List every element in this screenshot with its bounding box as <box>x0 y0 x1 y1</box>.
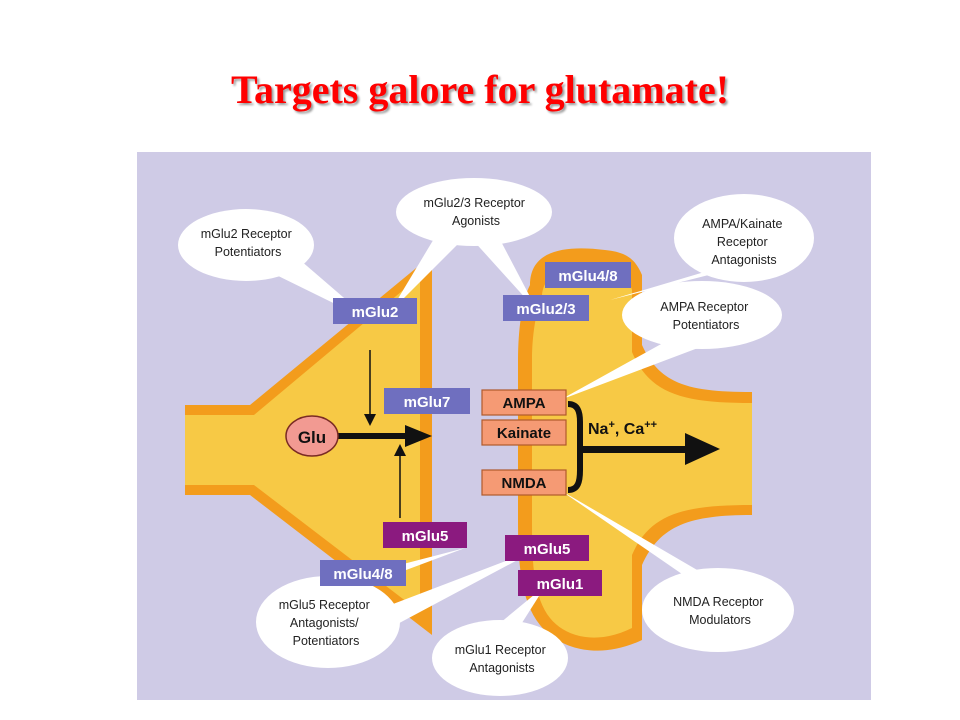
receptor-mglu1: mGlu1 <box>518 570 602 596</box>
svg-text:mGlu7: mGlu7 <box>404 394 451 411</box>
receptor-mglu5-pre: mGlu5 <box>383 522 467 548</box>
svg-text:mGlu5: mGlu5 <box>524 541 571 558</box>
receptor-kainate: Kainate <box>481 419 567 446</box>
slide-title: Targets galore for glutamate! <box>230 67 730 112</box>
bubble-nmda-modulators: NMDA Receptor Modulators <box>673 595 767 627</box>
receptor-mglu23: mGlu2/3 <box>503 295 589 321</box>
ion-influx-label: Na+, Ca++ <box>588 419 657 438</box>
svg-text:NMDA: NMDA <box>502 475 547 492</box>
receptor-mglu2: mGlu2 <box>333 298 417 324</box>
ion-influx-arrow <box>578 433 720 465</box>
svg-text:mGlu5: mGlu5 <box>402 528 449 545</box>
bubble-mglu2-potentiators: mGlu2 Receptor Potentiators <box>201 227 296 259</box>
bubble-mglu1-antagonists: mGlu1 Receptor Antagonists <box>455 643 550 675</box>
svg-text:Kainate: Kainate <box>497 425 551 442</box>
svg-text:mGlu4/8: mGlu4/8 <box>333 566 392 583</box>
receptor-nmda: NMDA <box>481 469 567 496</box>
receptor-mglu48-post: mGlu4/8 <box>545 262 631 288</box>
svg-text:AMPA: AMPA <box>502 395 545 412</box>
bubble-ampa-kainate-antagonists: AMPA/Kainate Receptor Antagonists <box>702 217 786 267</box>
receptor-mglu48-pre: mGlu4/8 <box>320 560 406 586</box>
svg-text:mGlu2: mGlu2 <box>352 304 399 321</box>
receptor-mglu7: mGlu7 <box>384 388 470 414</box>
bubble-ampa-potentiators: AMPA Receptor Potentiators <box>660 300 752 332</box>
bubble-mglu23-agonists: mGlu2/3 Receptor Agonists <box>424 196 529 228</box>
receptor-mglu5-post: mGlu5 <box>505 535 589 561</box>
svg-text:mGlu4/8: mGlu4/8 <box>558 268 617 285</box>
glu-molecule <box>285 415 339 457</box>
callout-bubbles <box>178 178 814 696</box>
svg-text:mGlu1: mGlu1 <box>537 576 584 593</box>
svg-text:mGlu2/3: mGlu2/3 <box>516 301 575 318</box>
bubble-mglu5-modulators: mGlu5 Receptor Antagonists/ Potentiators <box>279 598 374 648</box>
glutamate-release-arrow <box>335 425 432 447</box>
glu-label: Glu <box>298 428 326 447</box>
receptor-ampa: AMPA <box>481 389 567 416</box>
